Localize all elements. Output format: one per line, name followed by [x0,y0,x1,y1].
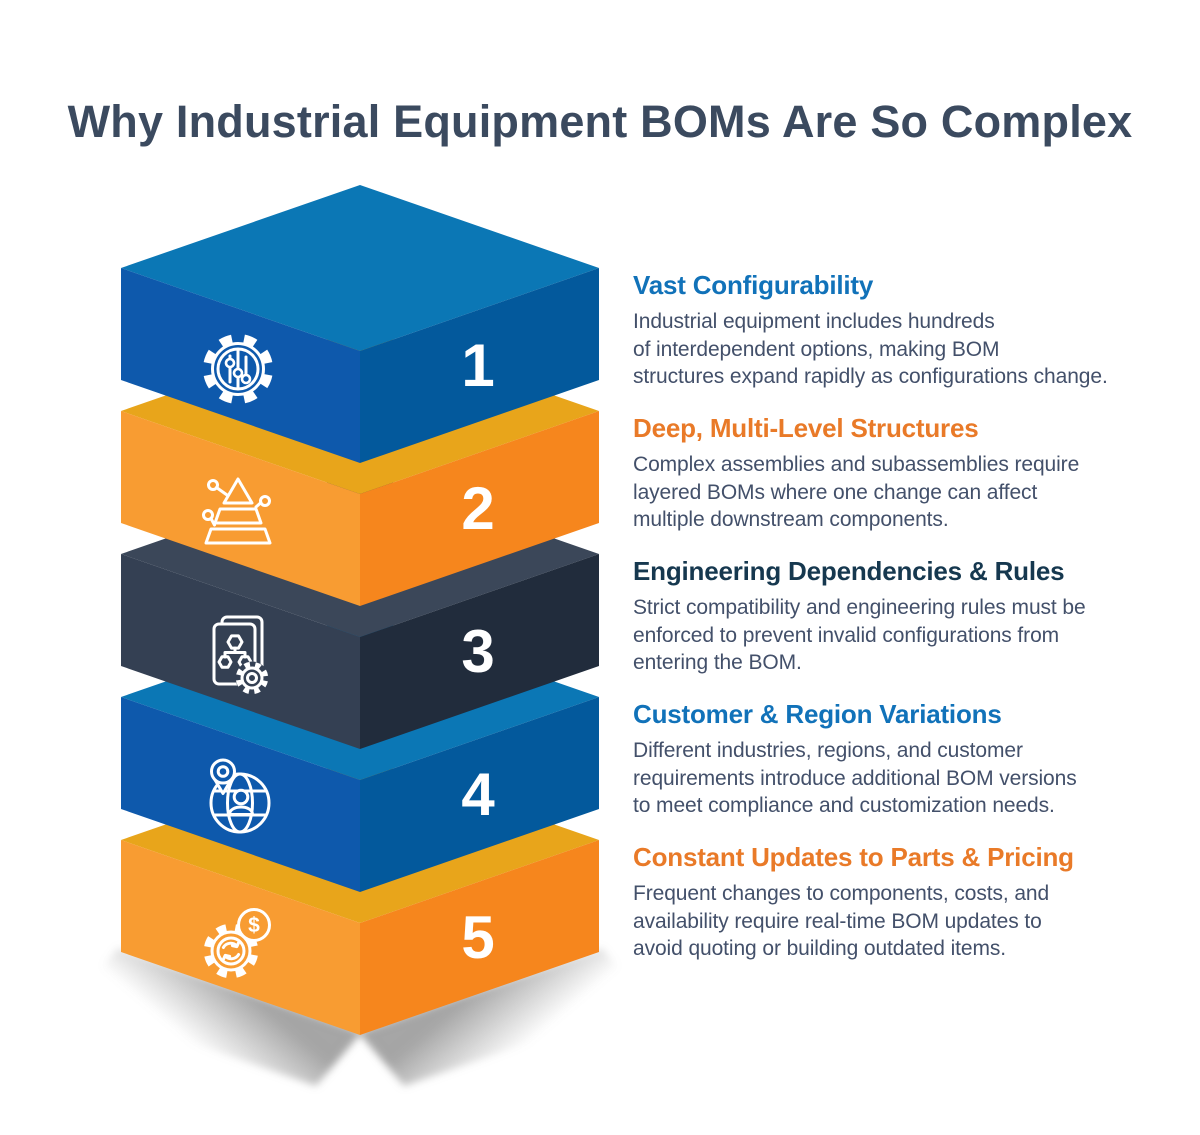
section-heading: Customer & Region Variations [633,699,1002,729]
layer-3-right-face [360,554,599,749]
section-constant-updates-parts-pricing: Constant Updates to Parts & Pricing Freq… [633,840,1163,963]
section-vast-configurability: Vast Configurability Industrial equipmen… [633,268,1163,391]
stack-layer-1 [121,185,599,463]
layer-1-right-face [360,268,599,463]
section-heading: Engineering Dependencies & Rules [633,556,1065,586]
layer-5-number: 5 [461,904,495,971]
section-engineering-dependencies-rules: Engineering Dependencies & Rules Strict … [633,554,1163,677]
pricing-refresh-gear-icon: $ [203,908,271,979]
globe-location-person-icon [209,758,271,834]
section-body: Frequent changes to components, costs, a… [633,882,1050,960]
section-heading: Deep, Multi-Level Structures [633,413,979,443]
layer-5-right-face [360,840,599,1035]
section-body: Industrial equipment includes hundreds o… [633,310,1108,388]
section-customer-region-variations: Customer & Region Variations Different i… [633,697,1163,820]
layer-1-left-face [121,268,360,463]
section-heading: Constant Updates to Parts & Pricing [633,842,1074,872]
rules-document-gear-icon [212,615,269,695]
layer-2-right-face [360,411,599,606]
layer-4-right-face [360,697,599,892]
floor-shadow [72,948,648,1086]
layered-pyramid-icon [202,477,272,545]
layer-1-number: 1 [461,332,495,399]
section-deep-multi-level-structures: Deep, Multi-Level Structures Complex ass… [633,411,1163,534]
layer-4-number: 4 [461,761,495,828]
layer-3-number: 3 [461,618,495,685]
section-body: Complex assemblies and subassemblies req… [633,453,1080,531]
page-title: Why Industrial Equipment BOMs Are So Com… [67,96,1133,148]
section-body: Strict compatibility and engineering rul… [633,596,1086,674]
dollar-glyph: $ [248,914,260,937]
layer-2-number: 2 [461,475,495,542]
section-body: Different industries, regions, and custo… [633,739,1077,817]
section-heading: Vast Configurability [633,270,874,300]
